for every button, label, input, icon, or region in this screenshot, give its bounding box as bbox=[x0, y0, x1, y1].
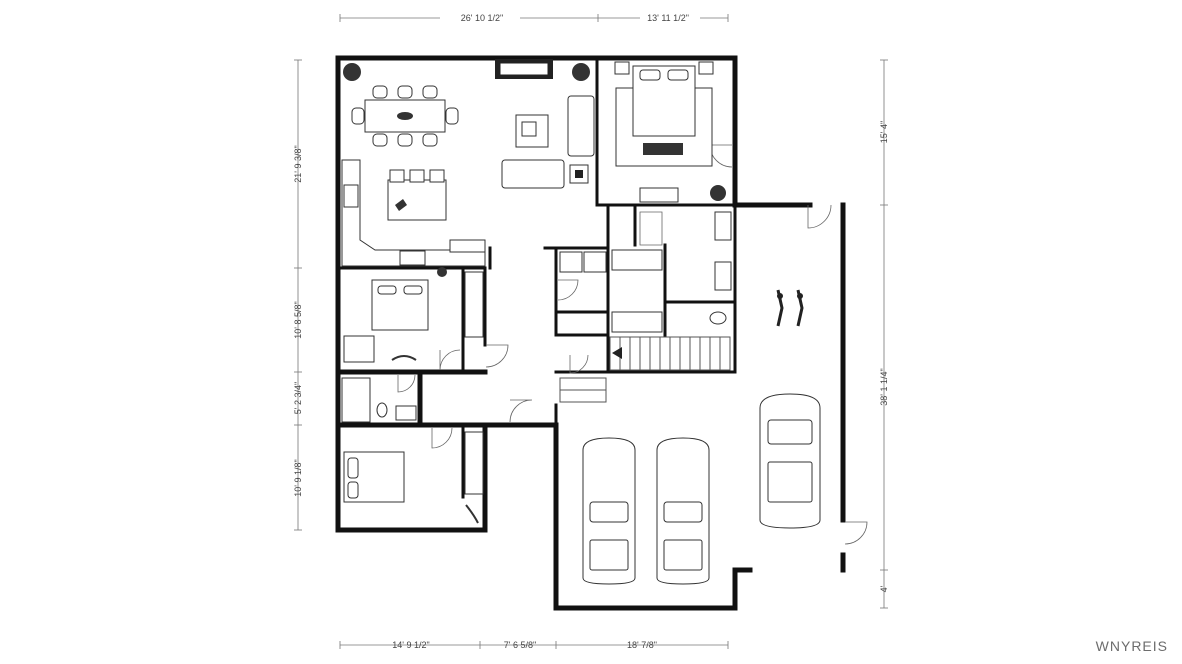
dim-left-4: 10' 9 1/8" bbox=[293, 459, 303, 496]
doors bbox=[397, 144, 868, 545]
dim-bottom-3: 18' 7/8" bbox=[627, 640, 657, 650]
dimension-labels: 26' 10 1/2" 13' 11 1/2" 21' 9 3/8" 10' 8… bbox=[293, 13, 889, 650]
living-furniture bbox=[501, 95, 595, 189]
dim-left-1: 21' 9 3/8" bbox=[293, 145, 303, 182]
bathroom bbox=[341, 377, 417, 423]
dining-table bbox=[351, 85, 459, 147]
fireplace bbox=[495, 59, 553, 79]
stairs bbox=[559, 336, 731, 403]
plants bbox=[343, 63, 726, 277]
garage-car-1 bbox=[582, 437, 636, 585]
garage-car-3 bbox=[759, 393, 821, 529]
dim-right-1: 15' 4" bbox=[879, 121, 889, 143]
kitchen-island bbox=[387, 169, 447, 221]
interior-walls bbox=[336, 56, 737, 499]
kitchen-counters bbox=[341, 159, 486, 267]
laundry-closets bbox=[559, 211, 732, 333]
bedroom-3 bbox=[343, 431, 484, 524]
dim-bottom-2: 7' 6 5/8" bbox=[504, 640, 536, 650]
dim-bottom-1: 14' 9 1/2" bbox=[392, 640, 429, 650]
watermark: WNYREIS bbox=[1095, 638, 1168, 654]
bicycles bbox=[776, 289, 804, 327]
garage-car-2 bbox=[656, 437, 710, 585]
dim-left-2: 10' 8 5/8" bbox=[293, 301, 303, 338]
dim-right-3: 4' bbox=[879, 585, 889, 592]
master-bedroom bbox=[614, 61, 714, 203]
dim-top-left: 26' 10 1/2" bbox=[461, 13, 503, 23]
dim-right-2: 38' 1 1/4" bbox=[879, 368, 889, 405]
dim-left-3: 5' 2 3/4" bbox=[293, 382, 303, 414]
bedroom-2 bbox=[343, 271, 484, 363]
dimension-lines bbox=[294, 11, 888, 649]
dim-top-right: 13' 11 1/2" bbox=[647, 13, 689, 23]
